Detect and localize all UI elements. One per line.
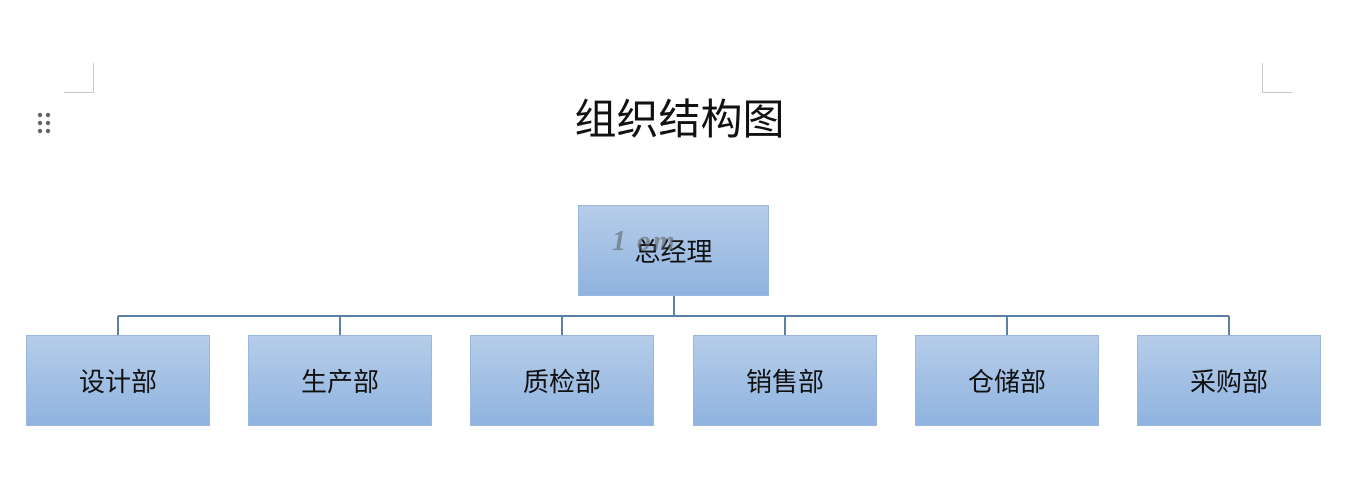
page-title: 组织结构图: [574, 95, 785, 144]
org-node-label: 总经理: [634, 238, 713, 268]
org-node-sales-dept[interactable]: 销售部: [693, 335, 877, 426]
org-node-label: 销售部: [745, 368, 824, 398]
org-node-production-dept[interactable]: 生产部: [248, 335, 432, 426]
org-node-design-dept[interactable]: 设计部: [26, 335, 210, 426]
page-corner-mark-top-left: [64, 63, 94, 93]
drag-handle-icon[interactable]: [36, 111, 52, 135]
org-node-purchasing-dept[interactable]: 采购部: [1137, 335, 1321, 426]
page-corner-mark-top-right: [1262, 63, 1292, 93]
org-node-label: 生产部: [300, 368, 379, 398]
org-node-warehouse-dept[interactable]: 仓储部: [915, 335, 1099, 426]
org-node-label: 仓储部: [967, 368, 1046, 398]
org-node-label: 设计部: [78, 368, 157, 398]
org-node-quality-dept[interactable]: 质检部: [470, 335, 654, 426]
org-node-label: 质检部: [522, 368, 601, 398]
org-node-general-manager[interactable]: 总经理: [578, 205, 769, 296]
org-node-label: 采购部: [1189, 368, 1268, 398]
